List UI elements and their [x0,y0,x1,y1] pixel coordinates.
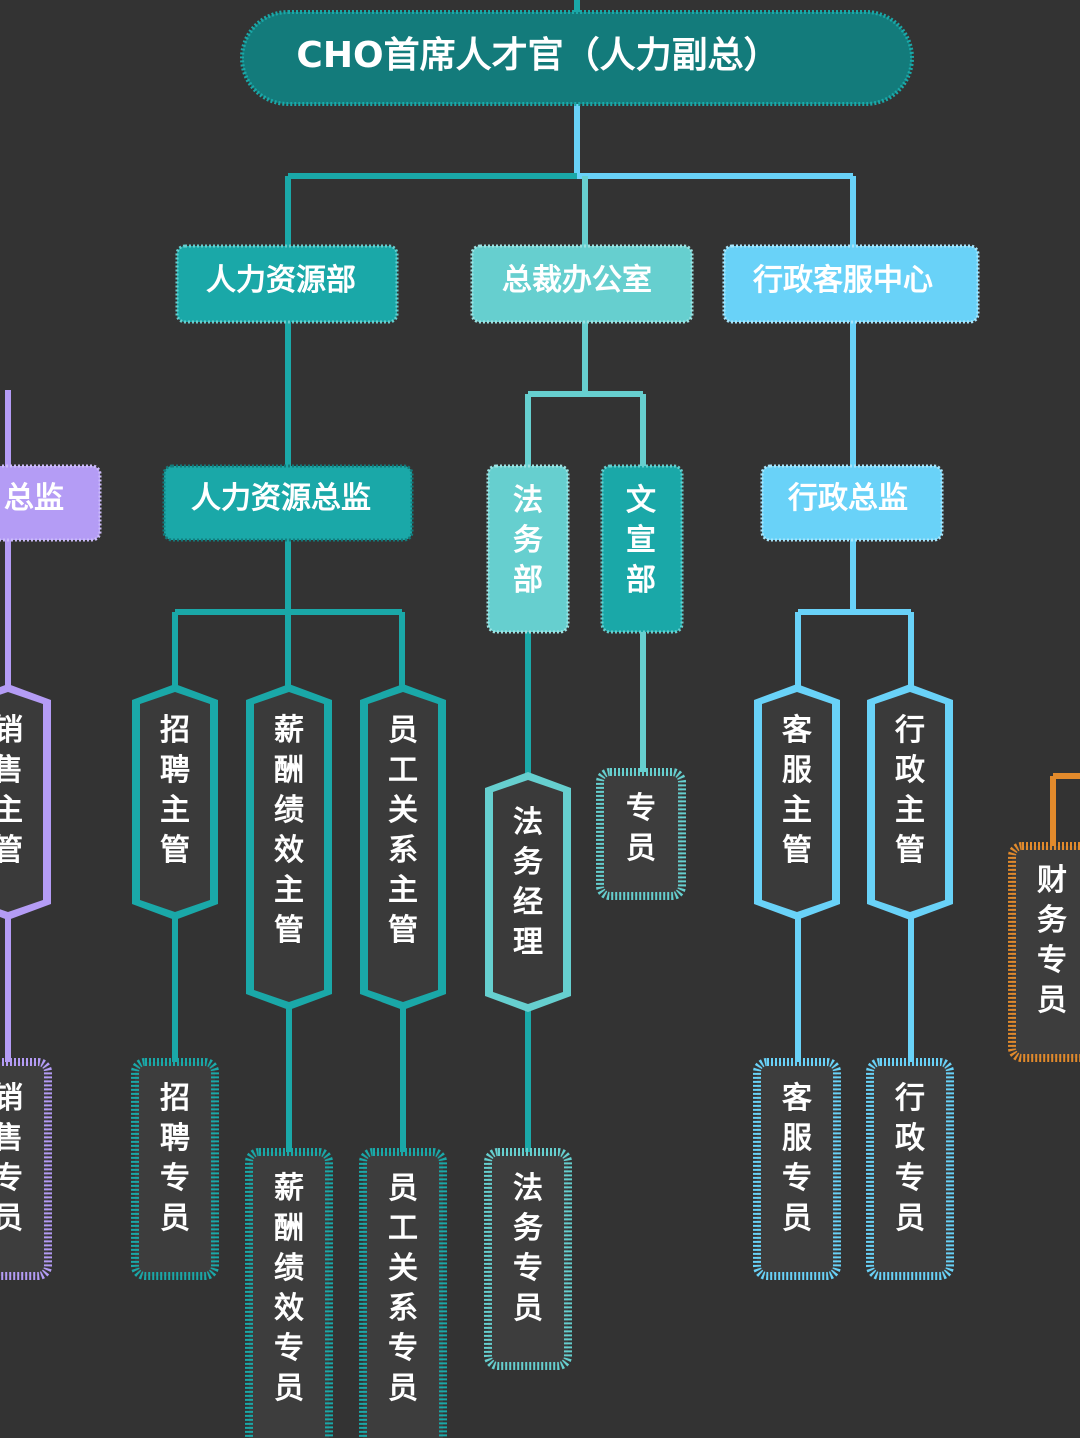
cho-title: CHO首席人才官（人力副总） [296,35,779,76]
legal-manager-node: 法务经理 [485,772,571,1012]
publicity-specialist-node-label: 专员 [626,791,656,866]
sales-manager-node-label: 销售主管 [0,713,23,868]
legal-specialist-node-label: 法务专员 [513,1171,543,1326]
service-manager-node-label: 客服主管 [782,713,813,868]
service-specialist-node-label: 客服专员 [782,1081,813,1236]
legal-specialist-node: 法务专员 [484,1148,572,1370]
dept-hr-label: 人力资源部 [206,263,356,298]
recruit-specialist-node-label: 招聘专员 [160,1081,190,1236]
sales-director-node: 总监 [0,464,102,542]
admin-specialist-node-label: 行政专员 [894,1081,925,1236]
publicity-dept-label: 文宣部 [626,483,656,598]
service-manager-node: 客服主管 [754,684,840,920]
admin-director-node: 行政总监 [760,464,944,542]
hr-director-label: 人力资源总监 [191,481,371,516]
pay-specialist-node: 薪酬绩效专员 [245,1148,333,1438]
sales-specialist-node: 销售专员 [0,1058,52,1280]
cho-node: CHO首席人才官（人力副总） [240,10,914,106]
sales-manager-node: 销售主管 [0,684,51,920]
dept-hr-node: 人力资源部 [175,244,399,324]
finance-specialist-node-label: 财务专员 [1037,863,1067,1018]
recruit-manager-node: 招聘主管 [132,684,218,920]
admin-director-label: 行政总监 [787,481,908,516]
employee-rel-specialist-node-label: 员工关系专员 [388,1171,418,1406]
publicity-dept-node: 文宣部 [600,464,684,634]
recruit-specialist-node: 招聘专员 [131,1058,219,1280]
finance-specialist-node: 财务专员 [1008,842,1080,1062]
dept-president-office-node: 总裁办公室 [470,244,694,324]
dept-president-office-label: 总裁办公室 [502,263,652,298]
employee-rel-manager-node: 员工关系主管 [360,684,446,1010]
admin-specialist-node: 行政专员 [866,1058,954,1280]
employee-rel-specialist-node: 员工关系专员 [359,1148,447,1438]
sales-director-label: 总监 [4,481,64,516]
employee-rel-manager-node-label: 员工关系主管 [388,713,418,948]
recruit-manager-node-label: 招聘主管 [160,713,190,868]
pay-specialist-node-label: 薪酬绩效专员 [274,1171,304,1406]
admin-manager-node: 行政主管 [867,684,953,920]
sales-specialist-node-label: 销售专员 [0,1081,23,1236]
dept-admin-service-node: 行政客服中心 [722,244,980,324]
connector-lines [5,0,1080,1152]
admin-manager-node-label: 行政主管 [894,713,925,868]
hr-director-node: 人力资源总监 [162,464,414,542]
legal-dept-node: 法务部 [486,464,570,634]
publicity-specialist-node: 专员 [596,768,686,900]
legal-dept-label: 法务部 [513,483,543,598]
dept-admin-service-label: 行政客服中心 [752,263,933,298]
service-specialist-node: 客服专员 [753,1058,841,1280]
pay-manager-node-label: 薪酬绩效主管 [274,713,304,948]
legal-manager-node-label: 法务经理 [513,805,543,960]
pay-manager-node: 薪酬绩效主管 [246,684,332,1010]
